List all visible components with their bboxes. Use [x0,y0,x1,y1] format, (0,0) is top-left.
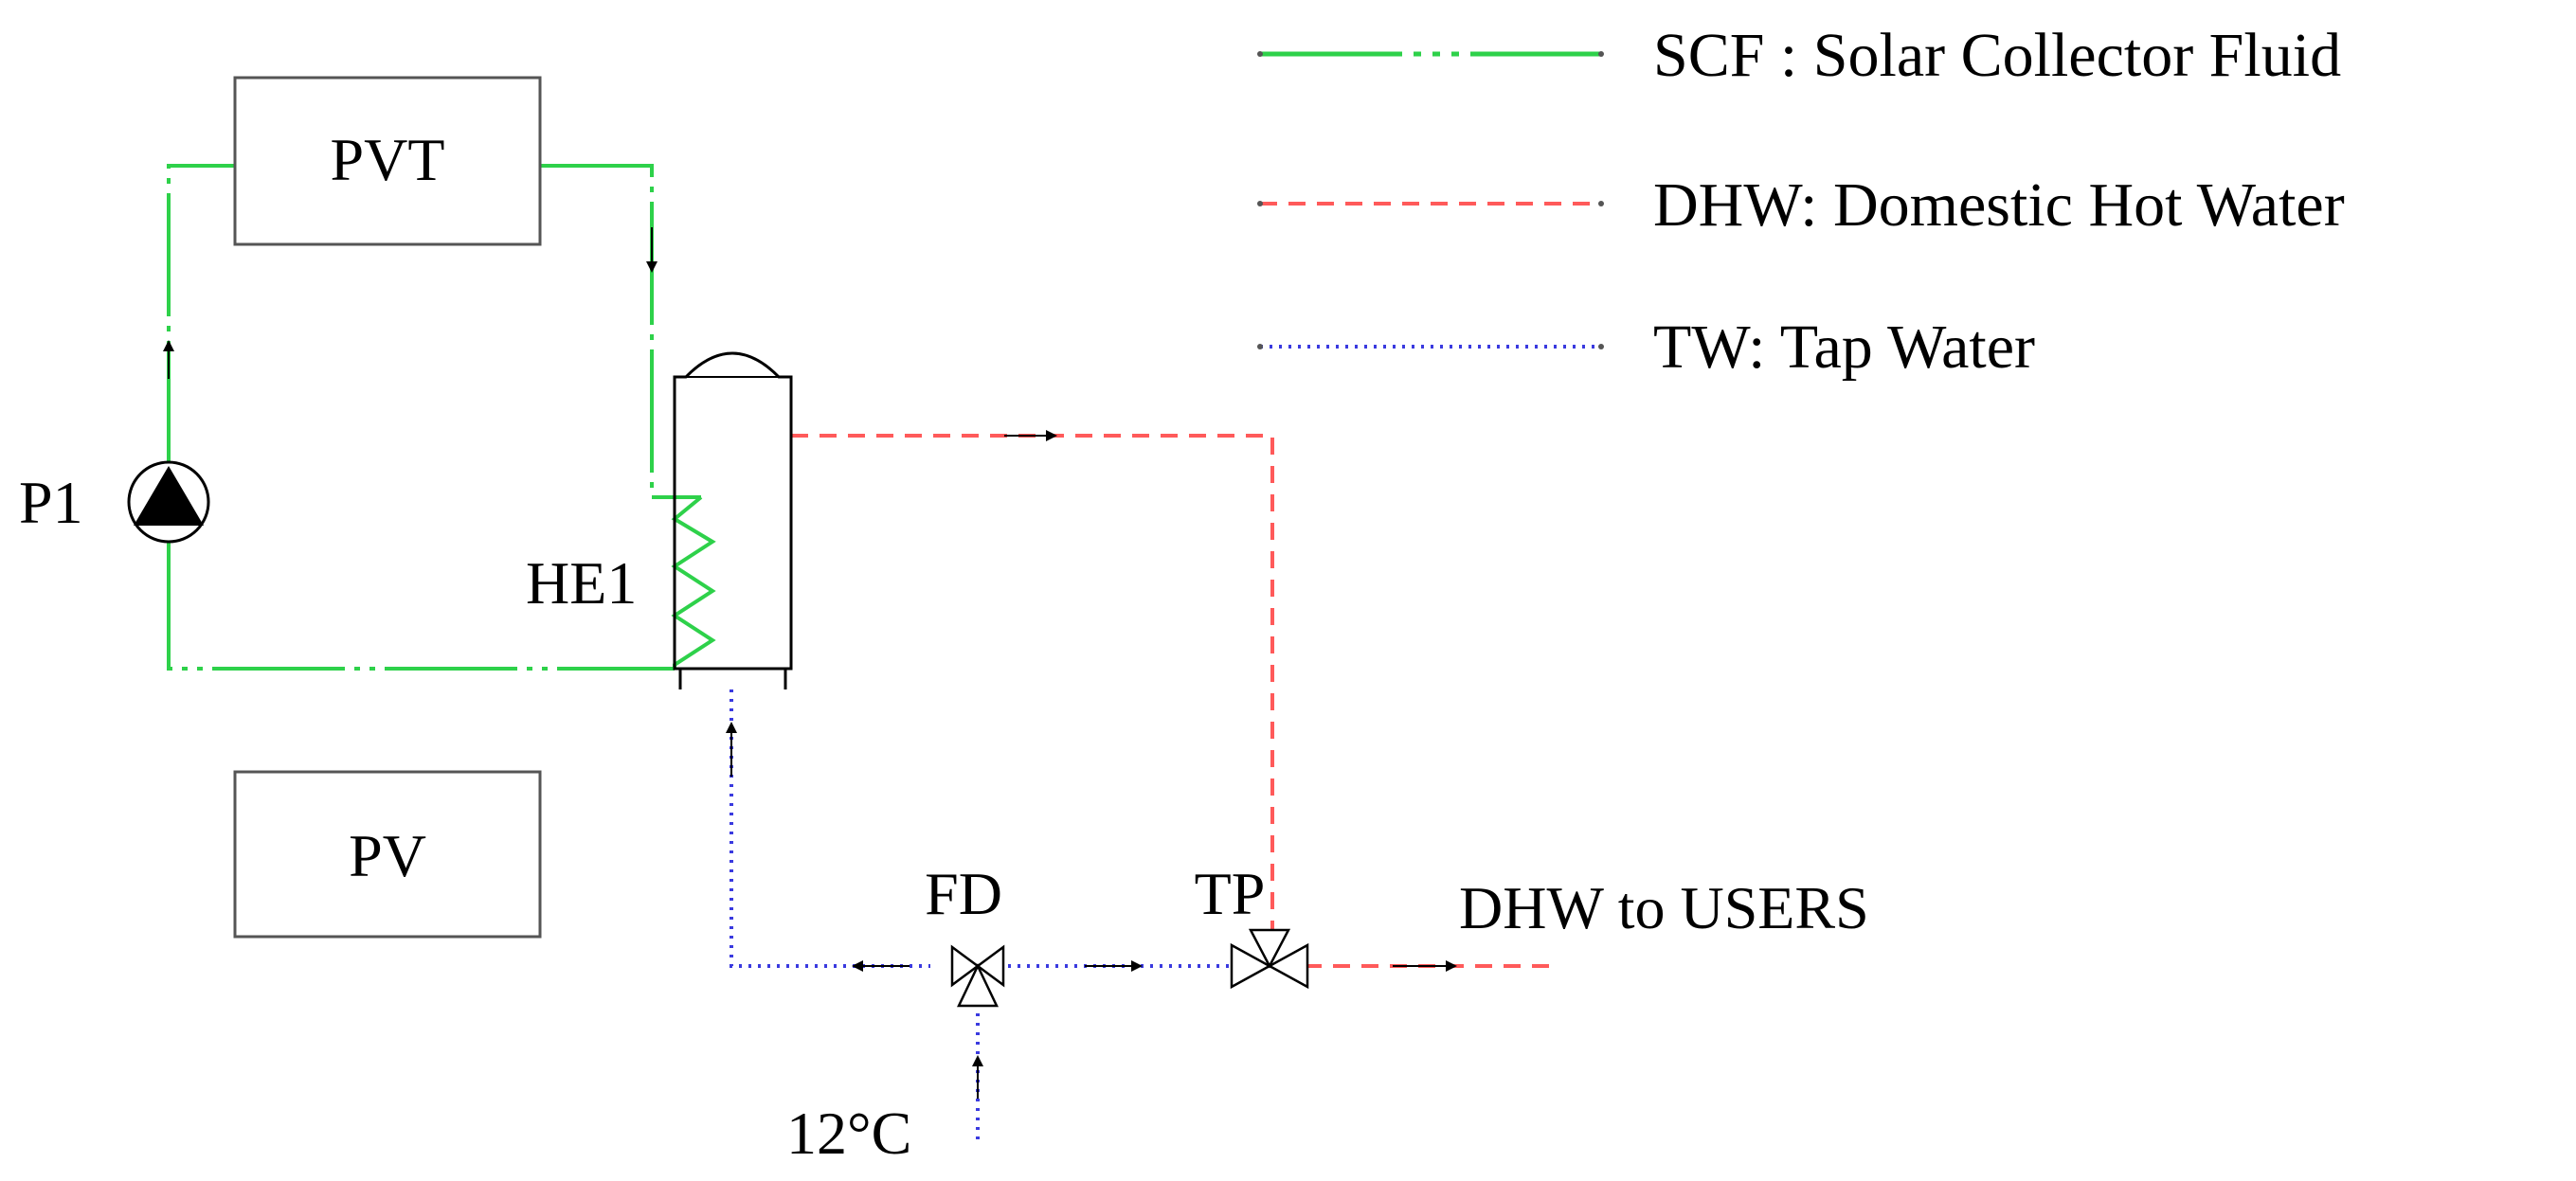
tw-line [726,689,1232,1146]
pv-panel: PV [233,770,542,939]
storage-tank-icon [673,351,793,689]
inlet-temperature-label: 12°C [786,1100,911,1167]
pump-label: P1 [19,469,83,536]
users-outlet-label: DHW to USERS [1459,874,1869,941]
scf-loop [163,164,716,671]
tap-valve-label: TP [1195,860,1266,927]
pvt-panel: PVT [233,76,542,246]
heat-exchanger-label: HE1 [526,549,637,617]
pv-label: PV [349,822,426,889]
legend-dhw-label: DHW: Domestic Hot Water [1653,170,2345,240]
pvt-label: PVT [331,126,445,193]
legend-tw-label: TW: Tap Water [1653,313,2035,382]
flow-diverter-label: FD [925,860,1002,927]
legend-scf-label: SCF : Solar Collector Fluid [1653,21,2341,90]
circulating-pump-icon [127,460,210,544]
heat-exchanger-coil-icon [671,495,716,669]
legend-tw-line [1257,344,1604,349]
legend-scf-line [1257,51,1604,57]
legend: SCF : Solar Collector Fluid DHW: Domesti… [1257,21,2345,382]
three-way-valve-icon [950,944,1005,1008]
dhw-line [791,430,1554,972]
tap-valve-icon [1230,928,1309,990]
legend-dhw-line [1257,201,1604,206]
